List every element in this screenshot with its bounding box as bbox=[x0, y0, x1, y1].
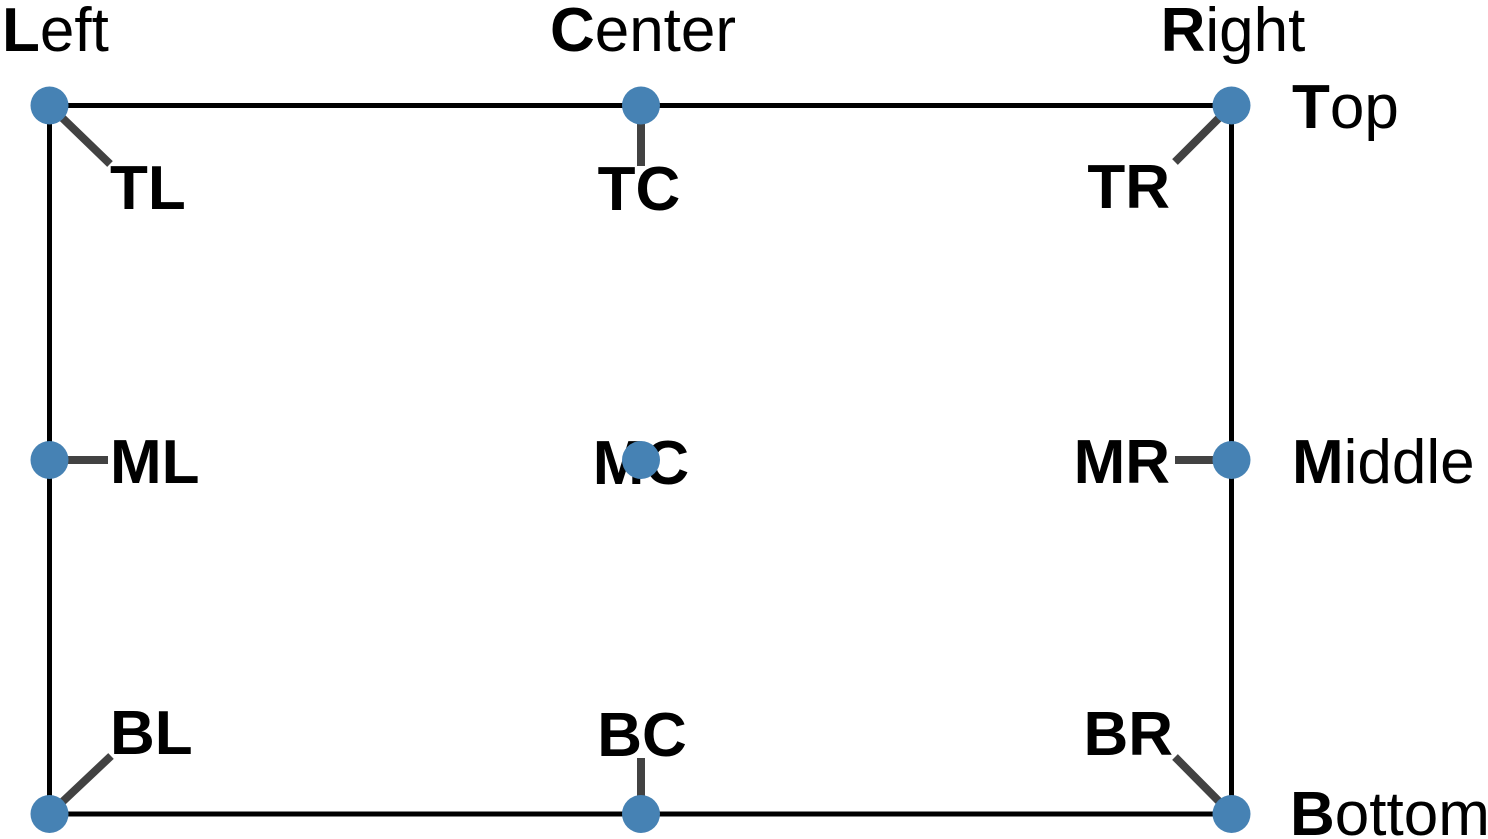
anchor-label-tc: TC bbox=[598, 155, 681, 224]
anchor-label-ml: ML bbox=[110, 428, 200, 497]
edge-label-bottom-rest: ottom bbox=[1335, 780, 1488, 839]
edge-label-right-bold: R bbox=[1161, 0, 1206, 65]
edge-label-bottom-bold: B bbox=[1290, 780, 1335, 839]
anchor-dot-tl bbox=[30, 86, 69, 125]
anchor-dot-bl bbox=[30, 795, 69, 833]
edge-label-left-rest: eft bbox=[40, 0, 109, 65]
anchor-label-tr: TR bbox=[1087, 153, 1170, 222]
edge-label-center-bold: C bbox=[550, 0, 595, 65]
edge-label-left: Left bbox=[2, 0, 109, 65]
anchor-label-mr: MR bbox=[1074, 428, 1170, 497]
edge-label-middle: Middle bbox=[1292, 428, 1475, 497]
anchor-dot-bc bbox=[622, 795, 660, 833]
edge-label-bottom: Bottom bbox=[1290, 780, 1488, 839]
edge-label-right: Right bbox=[1161, 0, 1306, 65]
edge-label-top: Top bbox=[1292, 73, 1399, 142]
anchor-label-tl: TL bbox=[110, 154, 186, 223]
anchor-label-bc: BC bbox=[597, 701, 687, 770]
anchor-dot-tr bbox=[1212, 86, 1251, 125]
anchor-dot-ml bbox=[30, 441, 69, 479]
anchor-dot-mr bbox=[1212, 441, 1251, 479]
edge-label-middle-bold: M bbox=[1292, 428, 1344, 497]
anchor-label-bl: BL bbox=[110, 699, 193, 768]
edge-label-center-rest: enter bbox=[595, 0, 736, 65]
anchor-dot-mc bbox=[622, 441, 660, 479]
edge-label-top-rest: op bbox=[1330, 73, 1399, 142]
edge-label-center: Center bbox=[550, 0, 736, 65]
edge-label-middle-rest: iddle bbox=[1344, 428, 1475, 497]
anchor-dot-tc bbox=[622, 86, 660, 125]
anchor-dot-br bbox=[1212, 795, 1251, 833]
edge-label-right-rest: ight bbox=[1205, 0, 1305, 65]
edge-label-left-bold: L bbox=[2, 0, 40, 65]
edge-label-top-bold: T bbox=[1292, 73, 1330, 142]
anchor-label-br: BR bbox=[1083, 700, 1173, 769]
